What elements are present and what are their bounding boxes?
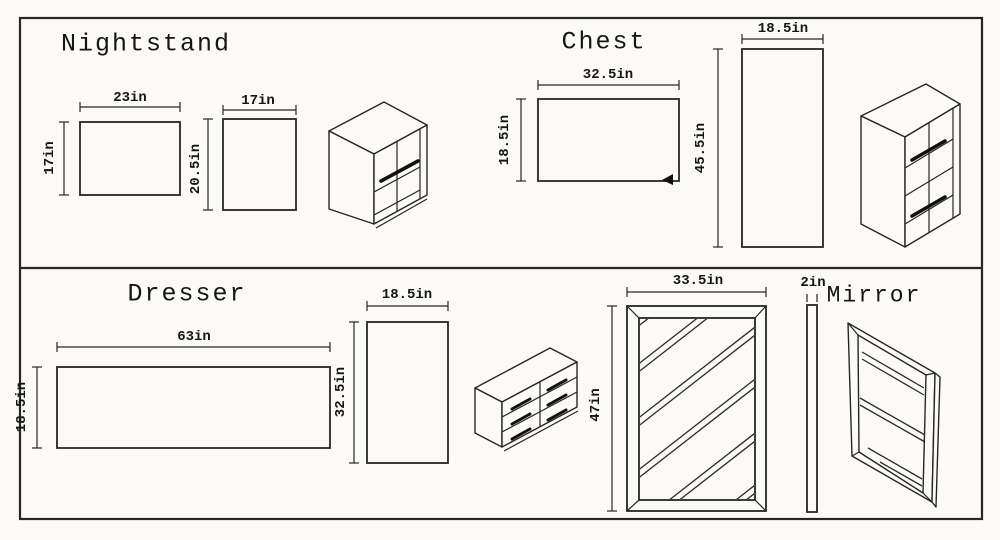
dresser-isometric-drawing: [474, 347, 579, 452]
dresser-top-height-label: 18.5in: [14, 381, 30, 433]
chest-title: Chest: [561, 27, 647, 57]
nightstand-top-width-label: 23in: [113, 90, 147, 106]
chest-top-view: [516, 80, 680, 185]
mirror-front-width-label: 33.5in: [672, 273, 724, 289]
nightstand-side-width-label: 17in: [241, 93, 275, 109]
chest-side-width-label: 18.5in: [757, 21, 809, 37]
scan-speck: [662, 174, 673, 185]
nightstand-title: Nightstand: [60, 29, 232, 59]
dresser-side-width-label: 18.5in: [381, 287, 433, 303]
dresser-top-view: [32, 342, 331, 449]
dresser-side-view: [349, 301, 449, 464]
dresser-title: Dresser: [127, 279, 247, 309]
mirror-edge-depth-label: 2in: [800, 275, 826, 291]
mirror-front-height-label: 47in: [588, 388, 604, 422]
nightstand-side-view: [203, 105, 297, 211]
sheet-border: [18, 16, 984, 521]
nightstand-isometric-drawing: [328, 101, 428, 229]
nightstand-top-height-label: 17in: [42, 141, 58, 175]
mirror-edge-view: [806, 294, 818, 513]
chest-isometric-drawing: [860, 83, 961, 248]
nightstand-top-view: [59, 102, 181, 196]
dresser-side-height-label: 32.5in: [333, 366, 349, 418]
chest-side-height-label: 45.5in: [693, 122, 709, 174]
dresser-top-width-label: 63in: [177, 329, 211, 345]
nightstand-side-height-label: 20.5in: [188, 143, 204, 195]
chest-top-width-label: 32.5in: [582, 67, 634, 83]
mirror-glass-hatching: [640, 319, 754, 499]
mirror-title: Mirror: [826, 282, 922, 309]
chest-top-height-label: 18.5in: [497, 114, 513, 166]
mirror-perspective-drawing: [847, 322, 941, 508]
chest-side-view: [713, 34, 824, 248]
mirror-front-view: [607, 287, 767, 512]
